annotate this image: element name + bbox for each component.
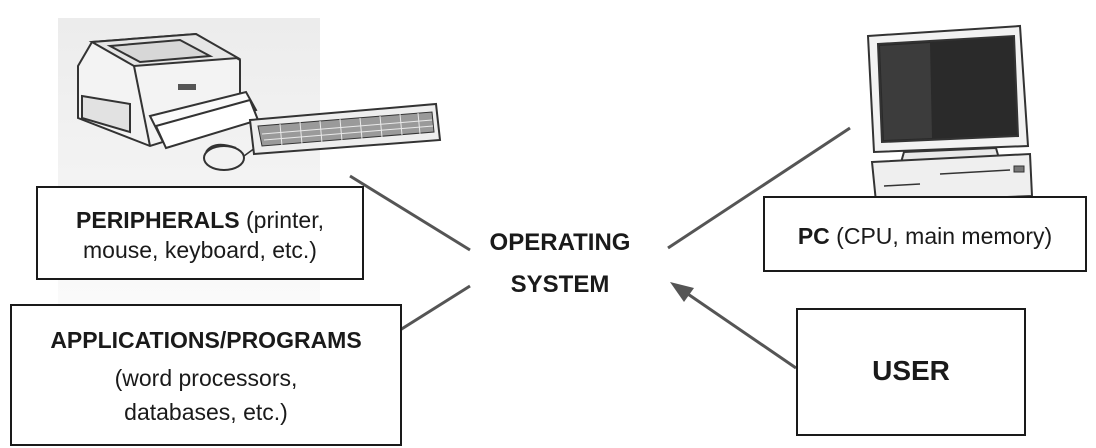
applications-title: APPLICATIONS/PROGRAMS	[50, 327, 362, 353]
peripherals-title: PERIPHERALS	[76, 207, 240, 233]
os-label-line-2: SYSTEM	[510, 271, 610, 298]
applications-line-2: (word processors,	[114, 365, 298, 391]
printer-icon	[77, 32, 260, 150]
peripherals-detail: (printer,	[239, 207, 324, 233]
connector-lines	[349, 126, 851, 370]
pc-title: PC	[797, 223, 830, 249]
peripherals-line-2: mouse, keyboard, etc.)	[83, 237, 317, 263]
applications-line-3: databases, etc.)	[124, 399, 288, 425]
keyboard-icon	[248, 102, 442, 156]
pc-detail: (CPU, main memory)	[829, 223, 1053, 249]
connector-user	[681, 288, 797, 370]
peripherals-line-1: PERIPHERALS (printer,	[38, 206, 362, 234]
user-label: USER	[872, 355, 950, 386]
desktop-computer-icon	[866, 24, 1034, 204]
os-label-line-1: OPERATING	[489, 229, 631, 256]
mouse-icon	[203, 143, 259, 171]
connector-pc	[667, 126, 851, 250]
arrowhead-icon	[670, 282, 694, 302]
connector-peripherals	[349, 174, 471, 252]
connector-applications	[399, 284, 471, 332]
peripherals-box: PERIPHERALS (printer, mouse, keyboard, e…	[36, 186, 364, 280]
applications-box: APPLICATIONS/PROGRAMS (word processors, …	[10, 304, 402, 446]
user-box: USER	[796, 308, 1026, 436]
pc-box: PC (CPU, main memory)	[763, 196, 1087, 272]
pc-line: PC (CPU, main memory)	[765, 222, 1085, 250]
